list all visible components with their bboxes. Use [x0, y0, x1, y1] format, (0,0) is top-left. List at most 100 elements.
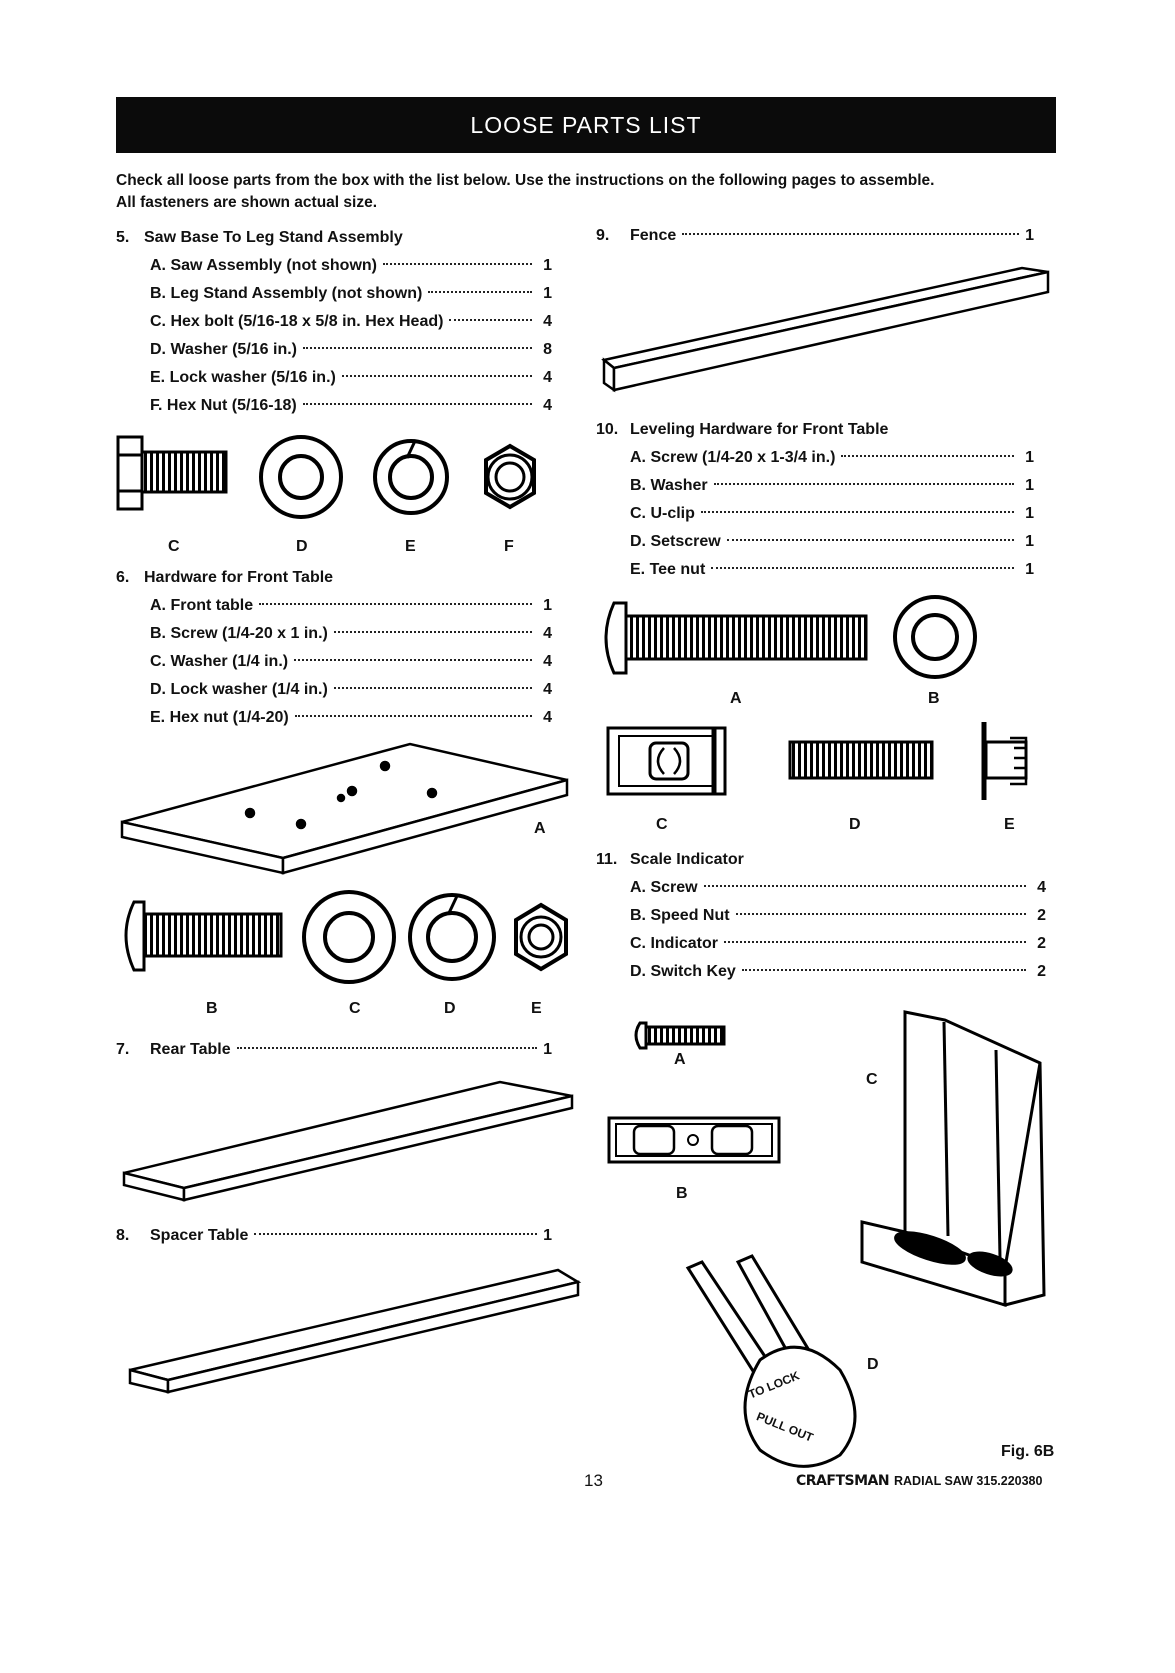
- section-title: Scale Indicator: [630, 851, 744, 868]
- brand-logo: CRAFTSMAN: [796, 1473, 890, 1489]
- item-label: D. Switch Key: [630, 963, 736, 980]
- hex-bolt-icon: [116, 435, 228, 511]
- item-qty: 1: [1025, 505, 1034, 522]
- item-qty: 4: [543, 313, 552, 330]
- washer-icon: [259, 435, 343, 519]
- caption: C: [656, 816, 668, 833]
- leader-dots: [259, 603, 532, 605]
- list-item: D. Lock washer (1/4 in.)4: [116, 676, 552, 704]
- caption: E: [405, 538, 416, 555]
- item-qty: 4: [543, 369, 552, 386]
- section-number: 8.: [116, 1227, 130, 1244]
- section-title: Rear Table: [150, 1041, 231, 1058]
- leader-dots: [724, 941, 1026, 943]
- item-qty: 1: [543, 257, 552, 274]
- leader-dots: [711, 567, 1014, 569]
- rear-table-icon: [122, 1080, 574, 1202]
- caption: D: [867, 1356, 879, 1373]
- caption: A: [534, 820, 546, 837]
- tee-nut-icon: [981, 722, 1028, 800]
- item-label: A. Front table: [150, 597, 254, 614]
- section-10: 10.Leveling Hardware for Front Table A. …: [596, 416, 1034, 584]
- section-number: 7.: [116, 1041, 130, 1058]
- intro-text: Check all loose parts from the box with …: [116, 170, 1076, 214]
- item-label: B. Washer: [630, 477, 708, 494]
- leader-dots: [703, 885, 1026, 887]
- list-item: D. Switch Key 2: [596, 958, 1046, 986]
- model-number: RADIAL SAW 315.220380: [894, 1474, 1043, 1488]
- u-clip-icon: [606, 726, 727, 796]
- caption: D: [296, 538, 308, 555]
- list-item: C. Washer (1/4 in.)4: [116, 648, 552, 676]
- leader-dots: [302, 403, 532, 405]
- item-label: E. Tee nut: [630, 561, 706, 578]
- section-5: 5.Saw Base To Leg Stand Assembly A. Saw …: [116, 224, 552, 420]
- leader-dots: [333, 687, 532, 689]
- hex-nut-icon: [514, 902, 568, 972]
- washer-icon: [302, 890, 396, 984]
- item-qty: 2: [1037, 963, 1046, 980]
- list-item: E. Hex nut (1/4-20)4: [116, 704, 552, 732]
- section-number: 9.: [596, 227, 610, 244]
- item-label: E. Lock washer (5/16 in.): [150, 369, 336, 386]
- item-qty: 4: [543, 709, 552, 726]
- leader-dots: [682, 233, 1020, 235]
- section-title: Fence: [630, 227, 677, 244]
- item-qty: 1: [1025, 533, 1034, 550]
- lock-washer-icon: [373, 439, 449, 515]
- leader-dots: [236, 1047, 538, 1049]
- item-label: C. Indicator: [630, 935, 719, 952]
- item-label: D. Washer (5/16 in.): [150, 341, 297, 358]
- indicator-bracket-icon: [860, 1010, 1046, 1308]
- item-qty: 1: [1025, 449, 1034, 466]
- item-qty: 1: [543, 597, 552, 614]
- figure-label: Fig. 6B: [1001, 1443, 1055, 1460]
- long-screw-icon: [604, 601, 868, 675]
- small-screw-icon: [634, 1021, 726, 1050]
- caption: C: [349, 1000, 361, 1017]
- item-label: A. Screw (1/4-20 x 1-3/4 in.): [630, 449, 836, 466]
- item-qty: 2: [1037, 907, 1046, 924]
- speed-nut-icon: [607, 1116, 781, 1164]
- list-item: A. Saw Assembly (not shown)1: [116, 252, 552, 280]
- leader-dots: [254, 1233, 538, 1235]
- section-title: Hardware for Front Table: [144, 569, 334, 586]
- leader-dots: [333, 631, 532, 633]
- list-item: E. Lock washer (5/16 in.) 4: [116, 364, 552, 392]
- item-label: D. Setscrew: [630, 533, 721, 550]
- leader-dots: [713, 483, 1014, 485]
- leader-dots: [428, 291, 532, 293]
- item-qty: 1: [1025, 227, 1034, 244]
- item-qty: 4: [543, 653, 552, 670]
- leader-dots: [700, 511, 1014, 513]
- caption: A: [730, 690, 742, 707]
- list-item: D. Washer (5/16 in.) 8: [116, 336, 552, 364]
- list-item: B. Leg Stand Assembly (not shown)1: [116, 280, 552, 308]
- page-number: 13: [584, 1471, 603, 1490]
- caption: A: [674, 1051, 686, 1068]
- lock-washer-icon: [408, 893, 496, 981]
- item-qty: 8: [543, 341, 552, 358]
- intro-line-1: Check all loose parts from the box with …: [116, 172, 935, 189]
- caption: C: [866, 1071, 878, 1088]
- item-qty: 1: [543, 1227, 552, 1244]
- list-item: B. Screw (1/4-20 x 1 in.)4: [116, 620, 552, 648]
- caption: B: [206, 1000, 218, 1017]
- caption: D: [849, 816, 861, 833]
- caption: B: [928, 690, 940, 707]
- section-number: 5.: [116, 229, 130, 246]
- leader-dots: [726, 539, 1014, 541]
- caption: E: [1004, 816, 1015, 833]
- item-label: B. Leg Stand Assembly (not shown): [150, 285, 423, 302]
- item-label: F. Hex Nut (5/16-18): [150, 397, 297, 414]
- leader-dots: [341, 375, 532, 377]
- list-item: A. Front table 1: [116, 592, 552, 620]
- leader-dots: [449, 319, 532, 321]
